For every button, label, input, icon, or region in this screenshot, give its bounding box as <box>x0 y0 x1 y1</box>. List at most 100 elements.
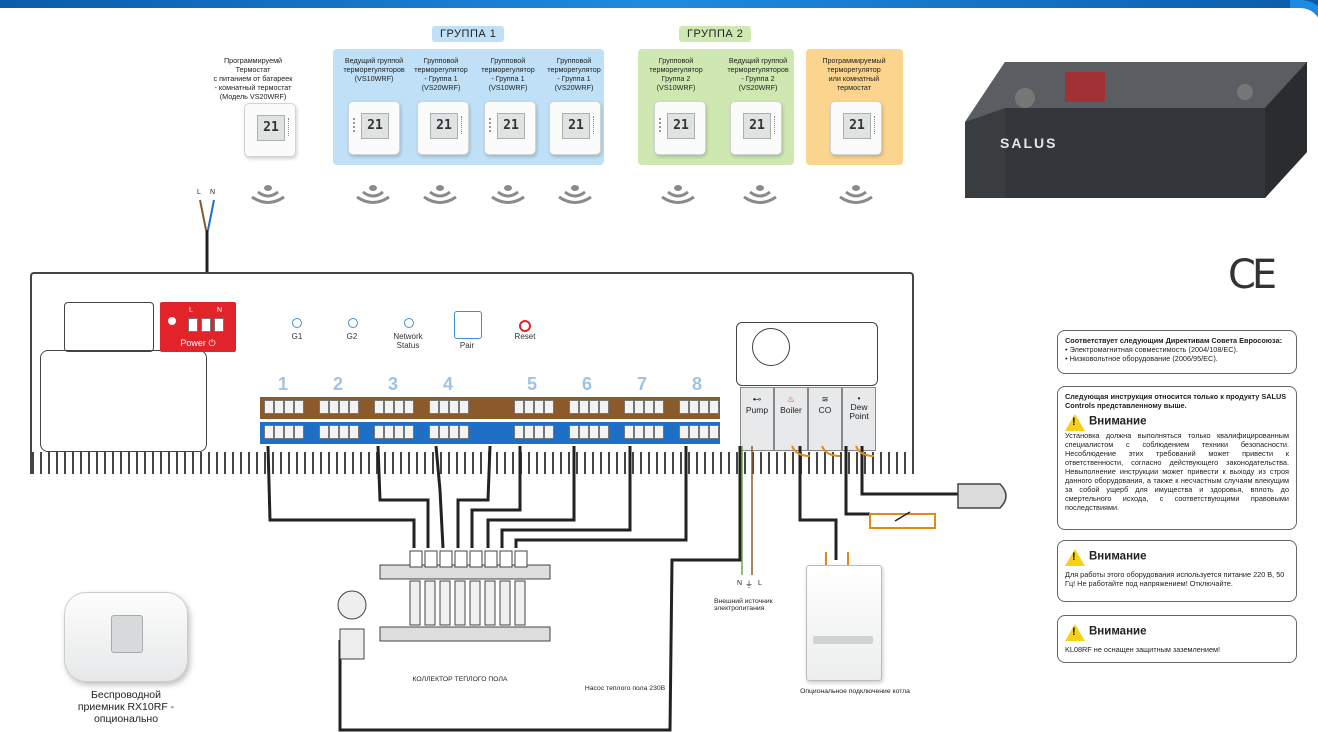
thermostat-caption: Групповой терморегулятор - Группа 1 (VS1… <box>481 56 535 92</box>
zone-number: 4 <box>443 374 454 394</box>
g2-led <box>348 318 358 328</box>
thermostat-device: 21 <box>417 101 469 155</box>
network-status-led <box>404 318 414 328</box>
thermostat-caption: Ведущий группой терморегуляторов (VS10WR… <box>343 56 405 83</box>
warning-ground-box: ! Внимание KL08RF не оснащен защитным заз… <box>1057 615 1297 663</box>
boiler-caption: Опциональное подключение котла <box>800 688 910 695</box>
terminal-screw <box>654 400 664 414</box>
earth-icon: ⏚ <box>745 580 753 589</box>
terminal-screw <box>384 425 394 439</box>
terminal-screw <box>569 425 579 439</box>
thermostat-display: 21 <box>843 113 871 139</box>
warning-ground-text: KL08RF не оснащен защитным заземлением! <box>1065 645 1221 654</box>
ce-mark: CE <box>1228 252 1277 298</box>
terminal-screw <box>534 425 544 439</box>
terminal-screw <box>294 400 304 414</box>
directive-item: • Низковольтное оборудование (2006/95/EC… <box>1065 354 1218 363</box>
terminal-screw <box>449 425 459 439</box>
reset-button[interactable] <box>519 320 531 332</box>
terminal-screw <box>699 425 709 439</box>
terminal-screw <box>569 400 579 414</box>
wireless-signal-icon <box>743 185 777 204</box>
thermostat-device: 21 <box>549 101 601 155</box>
power-l-label: L <box>189 307 193 314</box>
power-label: Power ⏻ <box>180 338 216 348</box>
wireless-signal-icon <box>839 185 873 204</box>
zone-number: 1 <box>278 374 289 394</box>
group2-title: ГРУППА 2 <box>679 26 752 42</box>
thermostat-caption: Групповой терморегулятор Группа 2 (VS10W… <box>649 56 703 92</box>
external-l-label: L <box>758 580 762 587</box>
wireless-signal-icon <box>251 185 285 204</box>
instruction-text: Установка должна выполняться только квал… <box>1065 431 1289 512</box>
terminal-screw <box>579 400 589 414</box>
terminal-screw <box>319 425 329 439</box>
g1-label: G1 <box>291 332 303 341</box>
terminal-screw <box>599 425 609 439</box>
dew-point-label: Dew Point <box>849 402 869 421</box>
terminal-screw <box>384 400 394 414</box>
terminal-screw <box>634 400 644 414</box>
thermostat-display: 21 <box>667 113 695 139</box>
terminal-screw <box>534 400 544 414</box>
warning-title: Внимание <box>1089 625 1147 638</box>
terminal-screw <box>429 400 439 414</box>
terminal-screw <box>689 400 699 414</box>
terminal-screw <box>284 425 294 439</box>
warning-power-text: Для работы этого оборудования использует… <box>1065 570 1285 588</box>
terminal-screw <box>349 400 359 414</box>
manifold-image <box>337 550 551 660</box>
terminal-screw <box>394 400 404 414</box>
pair-label: Pair <box>459 341 475 350</box>
thermostat-device: 21 <box>654 101 706 155</box>
wireless-signal-icon <box>558 185 592 204</box>
thermostat-caption: Программируемый терморегулятор или комна… <box>822 56 886 92</box>
terminal-screw <box>274 400 284 414</box>
thermostat-display: 21 <box>257 115 285 141</box>
terminal-screw <box>524 400 534 414</box>
instruction-box: Следующая инструкция относится только к … <box>1057 386 1297 530</box>
rx10rf-receiver-image <box>64 592 188 682</box>
boiler-output: ♨Boiler <box>774 387 808 451</box>
terminal-screw <box>404 425 414 439</box>
terminal-screw <box>644 400 654 414</box>
terminal-screw <box>514 425 524 439</box>
thermostat-display: 21 <box>430 113 458 139</box>
warning-icon: ! <box>1065 549 1085 566</box>
terminal-screw <box>679 400 689 414</box>
thermostat-device: 21 <box>244 103 296 157</box>
terminal-screw <box>284 400 294 414</box>
terminal-screw <box>349 425 359 439</box>
terminal-screw <box>709 400 719 414</box>
terminal-screw <box>339 400 349 414</box>
pair-button[interactable] <box>454 311 482 339</box>
thermostat-caption: Групповой терморегулятор - Группа 1 (VS2… <box>414 56 468 92</box>
mains-l-label: L <box>197 189 201 196</box>
cable-rail <box>30 452 914 474</box>
terminal-screw <box>699 400 709 414</box>
terminal-screw <box>644 425 654 439</box>
transformer-area <box>40 350 207 452</box>
zone-number: 2 <box>333 374 344 394</box>
reset-label: Reset <box>514 332 536 341</box>
top-accent-bar <box>0 0 1318 8</box>
dew-point-output: •Dew Point <box>842 387 876 451</box>
co-output: ≋CO <box>808 387 842 451</box>
manifold-caption: КОЛЛЕКТОР ТЕПЛОГО ПОЛА <box>412 676 508 683</box>
terminal-screw <box>329 425 339 439</box>
thermostat-display: 21 <box>562 113 590 139</box>
thermostat-display: 21 <box>497 113 525 139</box>
directive-item: • Электромагнитная совместимость (2004/1… <box>1065 345 1238 354</box>
warning-icon: ! <box>1065 624 1085 641</box>
zone-number: 5 <box>527 374 538 394</box>
controller-brand: SALUS <box>1000 135 1058 151</box>
warning-icon: ! <box>1065 414 1085 431</box>
pump-output: ⊷Pump <box>740 387 774 451</box>
terminal-screw <box>589 425 599 439</box>
terminal-screw <box>514 400 524 414</box>
terminal-screw <box>319 400 329 414</box>
group1-title: ГРУППА 1 <box>432 26 505 42</box>
terminal-screw <box>459 400 469 414</box>
terminal-screw <box>394 425 404 439</box>
mains-n-label: N <box>210 189 216 196</box>
